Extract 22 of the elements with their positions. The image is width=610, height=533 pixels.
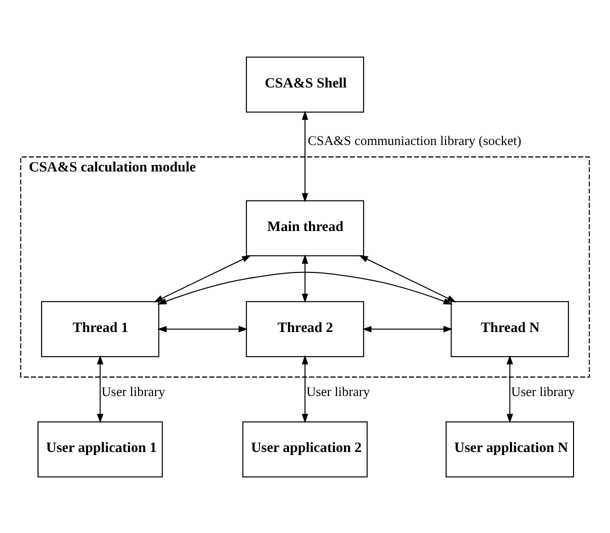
arrow	[302, 354, 308, 423]
node-box: Main thread	[246, 200, 364, 256]
arrow	[506, 354, 514, 423]
edge-label: User library	[511, 383, 575, 398]
node-box: Thread 1	[41, 300, 160, 357]
edge-label: User library	[102, 383, 166, 398]
arrow	[157, 325, 248, 332]
node-box: User application N	[446, 420, 574, 477]
node-box: Thread 2	[246, 300, 364, 357]
arrow	[157, 271, 453, 304]
arrow	[358, 254, 456, 302]
edge-label: CSA&S communiaction library (socket)	[308, 132, 522, 148]
arrow	[154, 254, 252, 302]
edge-label: User library	[306, 383, 370, 398]
node-box: User application 1	[38, 420, 163, 477]
arrow	[302, 254, 308, 302]
node-box: User application 2	[242, 420, 368, 477]
arrow	[96, 354, 104, 423]
node-box: CSA&S Shell	[246, 56, 364, 112]
node-box: Thread N	[450, 300, 569, 357]
arrow	[362, 325, 453, 332]
arrow	[302, 110, 308, 202]
